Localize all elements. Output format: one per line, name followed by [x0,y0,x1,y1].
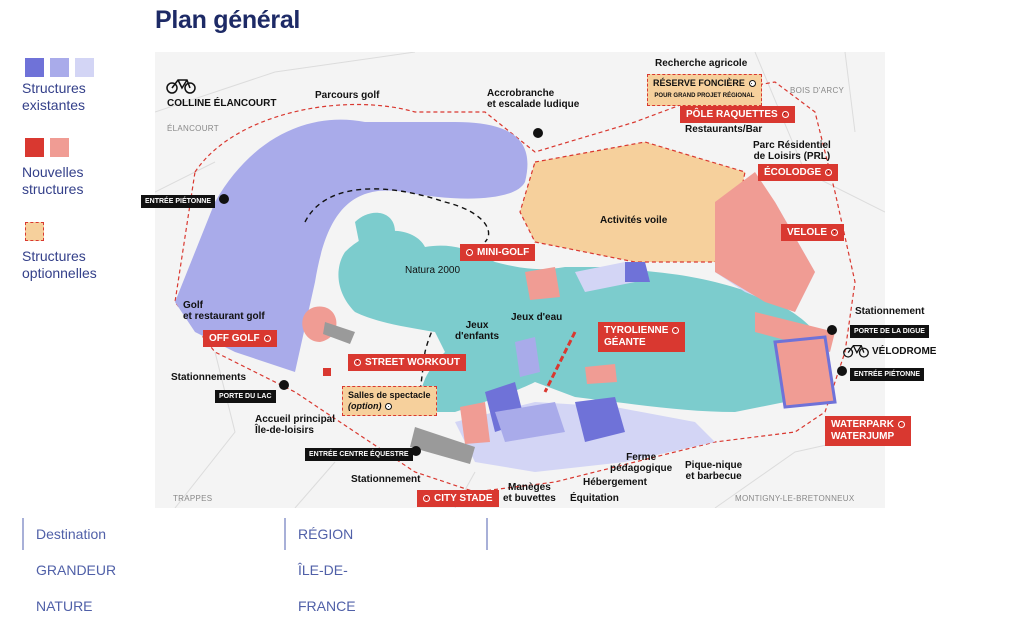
place-trappes: TRAPPES [173,494,213,503]
page-title: Plan général [155,6,301,34]
site-map: COLLINE ÉLANCOURT ÉLANCOURT BOIS D'ARCY … [141,52,936,508]
entrance-pin-icon [837,366,847,376]
tag-velole: VELOLE [781,224,845,241]
entrance-pin-icon [533,128,543,138]
legend-swatch-new-dark [25,138,44,157]
map-graphic [155,52,885,508]
legend-label-new: Nouvelles structures [22,164,84,197]
bicycle-icon-velodrome [843,344,869,358]
label-activites-voile: Activités voile [600,215,668,226]
entrance-pietonne-right: ENTRÉE PIÉTONNE [850,368,924,381]
label-jeux-eau: Jeux d'eau [511,312,563,323]
entrance-pietonne-left: ENTRÉE PIÉTONNE [141,195,215,208]
label-stationnements-left: Stationnements [171,372,247,383]
tag-mini-golf: MINI-GOLF [460,244,536,261]
legend-swatch-existing-dark [25,58,44,77]
entrance-porte-digue: PORTE DE LA DIGUE [850,325,929,338]
label-stationnement-bottom: Stationnement [351,474,421,485]
tag-street-workout: STREET WORKOUT [348,354,466,371]
label-hebergement: Hébergement [583,477,647,488]
label-recherche-agricole: Recherche agricole [655,58,748,69]
tag-ecolodge: ÉCOLODGE [758,164,839,181]
label-stationnement-right: Stationnement [855,306,925,317]
legend-swatch-existing-light [75,58,94,77]
entrance-pin-icon [219,194,229,204]
footer-divider [22,518,24,550]
place-elancourt: ÉLANCOURT [167,124,219,133]
entrance-pin-icon [411,446,421,456]
legend-swatch-optional [25,222,44,241]
entrance-centre-equestre: ENTRÉE CENTRE ÉQUESTRE [305,448,413,461]
label-equitation: Équitation [570,493,619,504]
bicycle-icon [166,79,196,94]
legend-swatch-new-light [50,138,69,157]
legend-label-optional: Structures optionnelles [22,248,97,281]
footer-divider [486,518,488,550]
place-colline-elancourt: COLLINE ÉLANCOURT [167,98,277,109]
place-montigny: MONTIGNY-LE-BRETONNEUX [735,494,855,503]
tag-city-stade: CITY STADE [417,490,499,507]
entrance-pin-icon [279,380,289,390]
tag-off-golf: OFF GOLF [203,330,277,347]
footer-region: RÉGION ÎLE-DE-FRANCE [298,526,356,614]
tag-salles-spectacle: Salles de spectacle(option) [342,386,437,416]
footer-destination: Destination GRANDEUR NATURE [36,526,117,614]
label-natura-2000: Natura 2000 [405,265,461,276]
label-parcours-golf: Parcours golf [315,90,380,101]
entrance-porte-lac: PORTE DU LAC [215,390,276,403]
footer-divider [284,518,286,550]
place-bois-arcy: BOIS D'ARCY [790,86,845,95]
entrance-pin-icon [827,325,837,335]
place-velodrome: VÉLODROME [872,346,937,357]
legend-swatch-existing-mid [50,58,69,77]
legend-label-existing: Structures existantes [22,80,86,113]
tag-pole-raquettes: PÔLE RAQUETTES [680,106,795,123]
label-restaurants-bar: Restaurants/Bar [685,124,763,135]
